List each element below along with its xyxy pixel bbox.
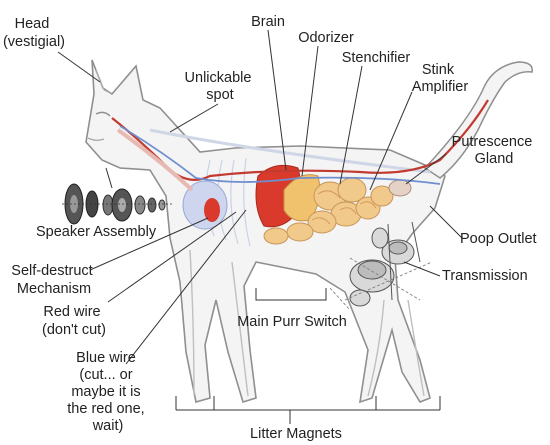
- cat-eye: [95, 111, 111, 117]
- cat-spine: [149, 128, 431, 174]
- intestines: [263, 177, 394, 245]
- cat-body-outline: [85, 59, 446, 404]
- label-red-wire: Red wire (don't cut): [42, 304, 106, 338]
- label-putrescence-gland: Putrescence Gland: [452, 134, 537, 167]
- cat-illustration: [62, 59, 533, 404]
- leg-bones: [189, 249, 425, 397]
- label-head: Head (vestigial): [3, 16, 65, 50]
- label-stink-amplifier: Stink Amplifier: [412, 62, 469, 95]
- label-litter-magnets: Litter Magnets: [250, 426, 342, 442]
- cat-mouth: [87, 137, 105, 141]
- esophagus: [116, 128, 194, 192]
- label-unlickable-spot: Unlickable spot: [185, 70, 256, 103]
- label-speaker-assembly: Speaker Assembly: [36, 224, 157, 240]
- speaker-assembly-parts: [62, 183, 172, 225]
- label-odorizer: Odorizer: [298, 30, 354, 46]
- intestine-coils: [311, 190, 377, 225]
- cat-ear-inner: [95, 69, 111, 94]
- label-poop-outlet: Poop Outlet: [460, 231, 537, 247]
- label-stenchifier: Stenchifier: [342, 50, 411, 66]
- self-destruct-organ: [204, 198, 220, 222]
- label-blue-wire: Blue wire (cut... or maybe it is the red…: [67, 350, 148, 434]
- label-brain: Brain: [251, 14, 285, 30]
- label-self-destruct: Self-destruct Mechanism: [11, 263, 96, 297]
- label-transmission: Transmission: [442, 268, 528, 284]
- labels: Head (vestigial) Brain Odorizer Stenchif…: [3, 14, 537, 442]
- transmission-wires: [329, 257, 433, 311]
- label-main-purr-switch: Main Purr Switch: [237, 314, 347, 330]
- leader-lines: [57, 29, 463, 424]
- transmission-parts: [349, 221, 421, 307]
- blue-wire: [119, 125, 441, 185]
